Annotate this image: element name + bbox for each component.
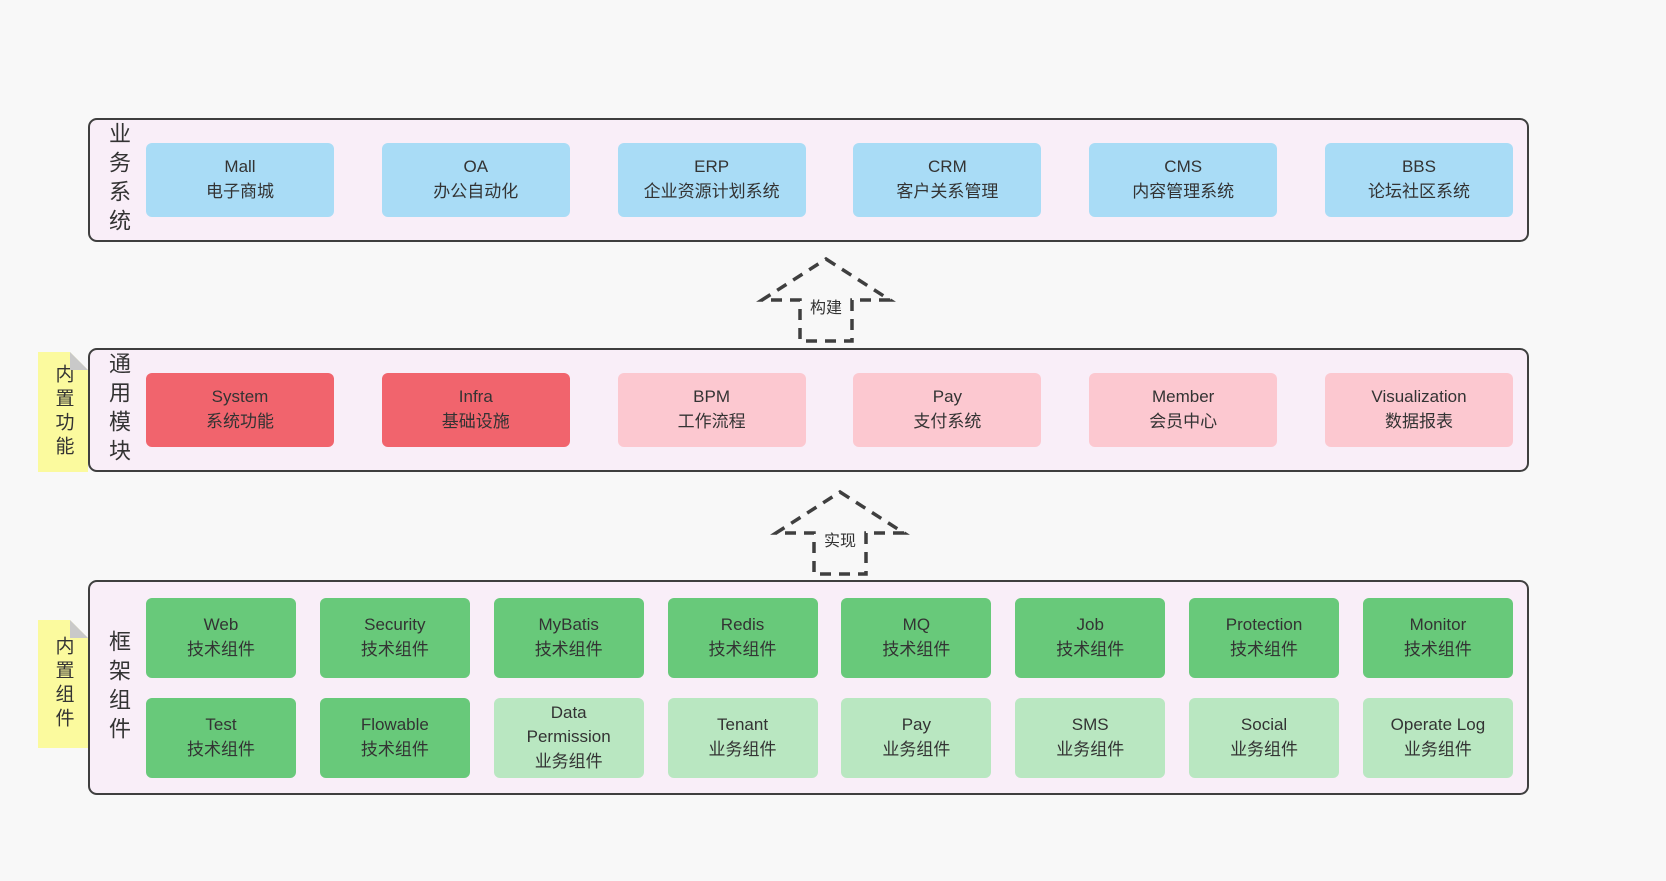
box-bpm: BPM 工作流程 — [617, 373, 806, 447]
box-tenant: Tenant 业务组件 — [667, 697, 818, 778]
box-flowable-label: Flowable 技术组件 — [360, 714, 429, 759]
box-social-label: Social 业务组件 — [1230, 714, 1299, 759]
section-label-business-systems: 业务系统 — [106, 122, 131, 238]
box-sms: SMS 业务组件 — [1015, 697, 1166, 778]
box-mall-label: Mall 电子商城 — [206, 157, 274, 201]
box-mall: Mall 电子商城 — [146, 143, 334, 217]
box-oa-label: OA 办公自动化 — [433, 157, 519, 201]
box-mq-label: MQ 技术组件 — [882, 614, 951, 659]
box-data-permission: Data Permission 业务组件 — [493, 697, 644, 778]
sticky-note-built-in-features: 内置功能 — [38, 352, 88, 472]
box-pay: Pay 支付系统 — [853, 373, 1042, 447]
arrow-implement-label: 实现 — [820, 527, 860, 551]
box-crm-label: CRM 客户关系管理 — [896, 157, 999, 201]
framework-components-rows: Web 技术组件 Security 技术组件 MyBatis 技术组件 Redi… — [146, 582, 1513, 793]
box-test: Test 技术组件 — [146, 697, 296, 778]
box-bbs-label: BBS 论坛社区系统 — [1367, 157, 1470, 201]
arrow-build: 构建 — [756, 254, 896, 344]
box-monitor: Monitor 技术组件 — [1362, 597, 1513, 678]
box-cms-label: CMS 内容管理系统 — [1132, 157, 1235, 201]
box-member-label: Member 会员中心 — [1149, 387, 1218, 431]
dashed-up-arrow-icon — [770, 489, 910, 576]
box-pay-biz-label: Pay 业务组件 — [882, 714, 951, 759]
box-pay-label: Pay 支付系统 — [913, 387, 982, 431]
box-erp: ERP 企业资源计划系统 — [617, 143, 806, 217]
box-bbs: BBS 论坛社区系统 — [1324, 143, 1513, 217]
sticky-note-built-in-components-label: 内置组件 — [52, 636, 74, 732]
box-protection: Protection 技术组件 — [1189, 597, 1340, 678]
box-bpm-label: BPM 工作流程 — [677, 387, 746, 431]
box-web: Web 技术组件 — [146, 597, 296, 678]
arrow-build-label: 构建 — [806, 294, 846, 318]
note-fold-icon — [70, 352, 88, 370]
box-data-permission-label: Data Permission 业务组件 — [526, 702, 611, 771]
box-infra: Infra 基础设施 — [381, 373, 570, 447]
framework-row-1: Web 技术组件 Security 技术组件 MyBatis 技术组件 Redi… — [146, 597, 1513, 678]
dashed-up-arrow-icon — [756, 256, 896, 343]
box-crm: CRM 客户关系管理 — [853, 143, 1042, 217]
box-flowable: Flowable 技术组件 — [319, 697, 470, 778]
section-label-framework-components: 框架组件 — [106, 629, 131, 746]
box-redis-label: Redis 技术组件 — [708, 614, 777, 659]
box-social: Social 业务组件 — [1189, 697, 1340, 778]
box-security-label: Security 技术组件 — [360, 614, 429, 659]
box-member: Member 会员中心 — [1089, 373, 1278, 447]
box-oa: OA 办公自动化 — [381, 143, 570, 217]
box-mybatis-label: MyBatis 技术组件 — [534, 614, 603, 659]
box-visualization-label: Visualization 数据报表 — [1371, 387, 1467, 431]
box-system-label: System 系统功能 — [206, 387, 274, 431]
note-fold-icon — [70, 620, 88, 638]
box-redis: Redis 技术组件 — [667, 597, 818, 678]
arrow-implement: 实现 — [770, 487, 910, 577]
panel-common-modules: 通用模块 System 系统功能 Infra 基础设施 BPM 工作流程 Pay… — [88, 348, 1529, 472]
business-systems-boxes: Mall 电子商城 OA 办公自动化 ERP 企业资源计划系统 CRM 客户关系… — [146, 120, 1513, 240]
sticky-note-built-in-components: 内置组件 — [38, 620, 88, 748]
framework-row-2: Test 技术组件 Flowable 技术组件 Data Permission … — [146, 697, 1513, 778]
box-sms-label: SMS 业务组件 — [1056, 714, 1125, 759]
box-visualization: Visualization 数据报表 — [1324, 373, 1513, 447]
box-tenant-label: Tenant 业务组件 — [708, 714, 777, 759]
box-pay-biz: Pay 业务组件 — [841, 697, 992, 778]
box-infra-label: Infra 基础设施 — [441, 387, 510, 431]
box-security: Security 技术组件 — [319, 597, 470, 678]
panel-business-systems: 业务系统 Mall 电子商城 OA 办公自动化 ERP 企业资源计划系统 CRM… — [88, 118, 1529, 242]
box-monitor-label: Monitor 技术组件 — [1403, 614, 1472, 659]
sticky-note-built-in-features-label: 内置功能 — [52, 364, 74, 460]
common-modules-boxes: System 系统功能 Infra 基础设施 BPM 工作流程 Pay 支付系统… — [146, 350, 1513, 470]
box-mybatis: MyBatis 技术组件 — [493, 597, 644, 678]
section-label-common-modules: 通用模块 — [106, 352, 131, 468]
box-operate-log-label: Operate Log 业务组件 — [1390, 714, 1486, 759]
box-protection-label: Protection 技术组件 — [1225, 614, 1303, 659]
box-cms: CMS 内容管理系统 — [1089, 143, 1278, 217]
box-web-label: Web 技术组件 — [187, 614, 255, 659]
box-operate-log: Operate Log 业务组件 — [1362, 697, 1513, 778]
box-system: System 系统功能 — [146, 373, 334, 447]
box-job-label: Job 技术组件 — [1056, 614, 1125, 659]
box-mq: MQ 技术组件 — [841, 597, 992, 678]
box-test-label: Test 技术组件 — [187, 714, 255, 759]
box-job: Job 技术组件 — [1015, 597, 1166, 678]
box-erp-label: ERP 企业资源计划系统 — [643, 157, 780, 201]
panel-framework-components: 框架组件 Web 技术组件 Security 技术组件 MyBatis 技术组件… — [88, 580, 1529, 795]
